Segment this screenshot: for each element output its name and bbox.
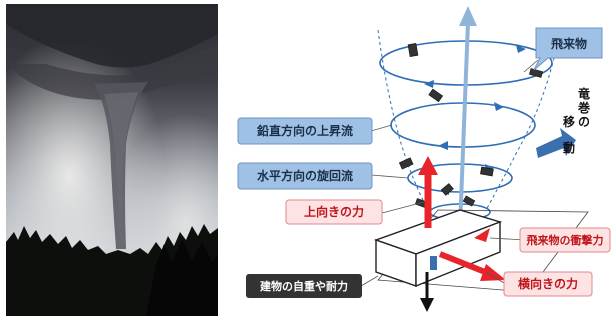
building-weight-label: 建物の自重や耐力 <box>246 274 362 298</box>
svg-text:水平方向の旋回流: 水平方向の旋回流 <box>257 168 353 183</box>
svg-text:移: 移 <box>563 114 575 129</box>
funnel-outline-left <box>377 29 429 211</box>
svg-text:上向きの力: 上向きの力 <box>304 204 364 219</box>
building <box>373 209 503 288</box>
movement-arrow <box>536 128 576 158</box>
impact-arrow <box>474 228 490 242</box>
svg-text:鉛直方向の上昇流: 鉛直方向の上昇流 <box>256 123 353 138</box>
tornado-force-diagram: 飛来物 鉛直方向の上昇流 水平方向の旋回流 竜 巻 の 移 動 上向きの力 飛来… <box>237 6 611 312</box>
svg-text:巻: 巻 <box>577 100 591 115</box>
updraft-arrow <box>458 21 470 229</box>
tornado-movement-label: 竜 巻 の 移 動 <box>563 86 591 155</box>
tornado-photo <box>6 4 218 316</box>
upward-force-label: 上向きの力 <box>285 199 383 225</box>
debris-impact-label: 飛来物の衝撃力 <box>519 227 611 253</box>
svg-text:横向きの力: 横向きの力 <box>518 276 578 291</box>
funnel-outline-right <box>485 39 559 211</box>
svg-text:竜: 竜 <box>578 86 590 101</box>
svg-text:飛来物の衝撃力: 飛来物の衝撃力 <box>526 233 604 247</box>
svg-text:建物の自重や耐力: 建物の自重や耐力 <box>260 279 348 293</box>
svg-text:動: 動 <box>563 140 575 155</box>
debris-label: 飛来物 <box>533 27 603 71</box>
svg-text:飛来物: 飛来物 <box>550 36 587 51</box>
svg-text:の: の <box>578 115 590 129</box>
sideways-force-arrow <box>438 251 492 277</box>
sideways-force-label: 横向きの力 <box>503 271 593 297</box>
horizontal-rotation-label: 水平方向の旋回流 <box>237 162 373 190</box>
vertical-updraft-label: 鉛直方向の上昇流 <box>237 117 373 145</box>
